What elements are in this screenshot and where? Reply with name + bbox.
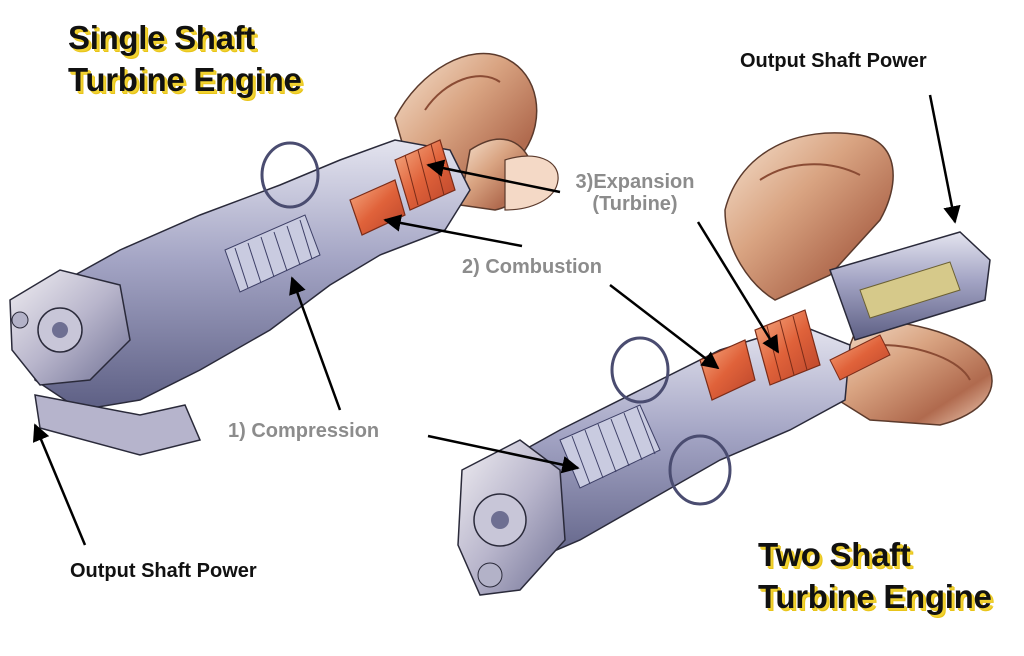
- two-gearbox: [457, 439, 566, 596]
- two-shaft-title: Two Shaft Turbine Engine: [758, 534, 992, 618]
- two-exhaust-collector: [724, 132, 993, 426]
- output-shaft-power-label-top: Output Shaft Power: [740, 50, 927, 72]
- arrow-compression-single: [289, 276, 342, 411]
- single-shaft-title: Single Shaft Turbine Engine: [68, 17, 302, 101]
- single-compressor: [224, 214, 321, 293]
- single-shaft-title-line2: Turbine Engine: [68, 61, 302, 98]
- arrow-compression-two: [427, 434, 580, 474]
- output-shaft-power-label-bottom: Output Shaft Power: [70, 560, 257, 582]
- single-inlet-ring: [260, 141, 320, 209]
- single-gearbox: [9, 269, 131, 386]
- arrow-expansion-single: [426, 159, 561, 194]
- arrow-combustion-single: [383, 214, 523, 248]
- expansion-label-line2: (Turbine): [592, 193, 678, 215]
- arrow-output-bottom: [32, 423, 87, 546]
- arrow-output-top: [928, 94, 961, 224]
- single-shaft-engine: [9, 52, 559, 456]
- compression-label: 1) Compression: [228, 420, 380, 442]
- expansion-label-line1: 3)Expansion: [575, 171, 695, 193]
- arrow-combustion-two: [609, 284, 720, 370]
- two-shaft-title-line1: Two Shaft: [758, 536, 911, 573]
- two-hot-section: [699, 309, 891, 401]
- single-shaft-title-line1: Single Shaft: [68, 19, 256, 56]
- two-inlet-ring-lower: [668, 434, 732, 506]
- combustion-label: 2) Combustion: [462, 256, 602, 278]
- two-inlet-ring: [610, 336, 670, 404]
- expansion-label: 3)Expansion (Turbine): [555, 171, 715, 215]
- arrow-expansion-two: [696, 221, 780, 354]
- callout-arrows: [32, 94, 961, 546]
- two-shaft-engine: [457, 132, 993, 596]
- two-shaft-title-line2: Turbine Engine: [758, 578, 992, 615]
